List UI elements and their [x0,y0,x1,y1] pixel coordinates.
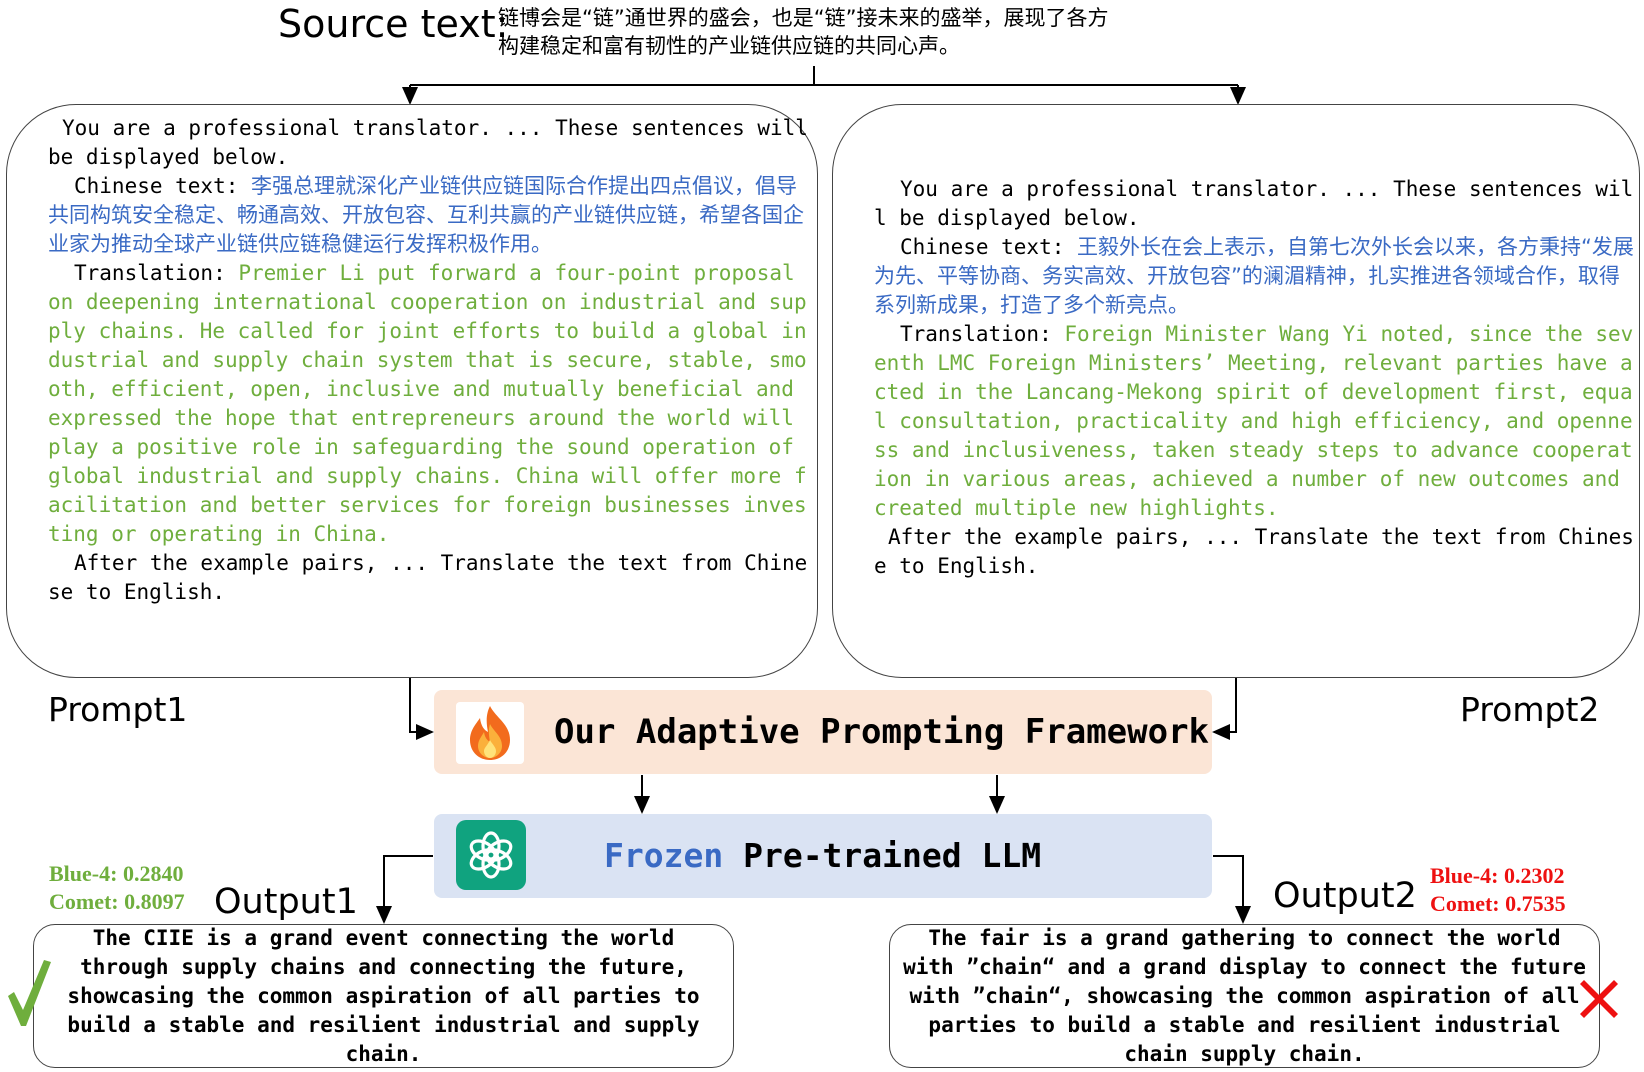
prompt1-outro: After the example pairs, ... Translate t… [48,551,808,604]
prompt2-translation-text: Foreign Minister Wang Yi noted, since th… [874,322,1634,520]
arrow-llm-output1 [376,855,433,924]
prompt2-chinese-label: Chinese text: [900,235,1078,259]
prompt1-content: You are a professional translator. ... T… [48,114,808,607]
arrow-prompt1-framework [409,678,434,740]
framework-label: Our Adaptive Prompting Framework [554,712,1210,752]
prompt2-translation-label: Translation: [900,322,1065,346]
output1-scores: Blue-4: 0.2840 Comet: 0.8097 [49,860,185,916]
arrow-llm-output2 [1213,855,1251,924]
output2-label: Output2 [1273,876,1417,916]
output1-comet: Comet: 0.8097 [49,889,185,914]
source-text: 链博会是“链”通世界的盛会，也是“链”接未来的盛举，展现了各方构建稳定和富有韧性… [498,6,1109,58]
fire-icon [456,702,524,764]
prompt1-translation-text: Premier Li put forward a four-point prop… [48,261,808,546]
framework-box [434,690,1212,774]
prompt2-box [832,104,1640,678]
output1-box [33,924,734,1068]
llm-box [434,814,1212,898]
prompt2-chinese-text: 王毅外长在会上表示，自第七次外长会以来，各方秉持“发展为先、平等协商、务实高效、… [874,235,1634,317]
prompt2-intro: You are a professional translator. ... T… [874,177,1634,230]
prompt1-box [6,104,818,678]
cross-mark-icon [1576,976,1622,1022]
output2-text: The fair is a grand gathering to connect… [903,926,1586,1066]
output1-label: Output1 [214,882,358,922]
output1-bleu: Blue-4: 0.2840 [49,861,184,886]
prompt1-chinese-text: 李强总理就深化产业链供应链国际合作提出四点倡议，倡导共同构筑安全稳定、畅通高效、… [48,174,804,256]
output2-comet: Comet: 0.7535 [1430,891,1566,916]
llm-name: Pre-trained LLM [723,836,1042,875]
output2-scores: Blue-4: 0.2302 Comet: 0.7535 [1430,862,1566,918]
check-mark-icon [6,958,52,1028]
prompt1-translation-label: Translation: [74,261,239,285]
openai-icon [456,820,526,890]
prompt1-chinese-label: Chinese text: [74,174,252,198]
llm-frozen-word: Frozen [604,836,724,875]
output2-bleu: Blue-4: 0.2302 [1430,863,1565,888]
output2-box [889,924,1600,1068]
prompt2-content: You are a professional translator. ... T… [874,175,1634,581]
prompt1-label: Prompt1 [48,690,188,729]
llm-label: Frozen Pre-trained LLM [604,836,1041,875]
arrow-prompt2-framework [1212,678,1237,740]
output1-text: The CIIE is a grand event connecting the… [67,926,700,1066]
prompt2-label: Prompt2 [1460,690,1600,729]
prompt1-intro: You are a professional translator. ... T… [48,116,821,169]
source-label: Source text: [278,2,509,46]
prompt2-outro: After the example pairs, ... Translate t… [874,525,1634,578]
